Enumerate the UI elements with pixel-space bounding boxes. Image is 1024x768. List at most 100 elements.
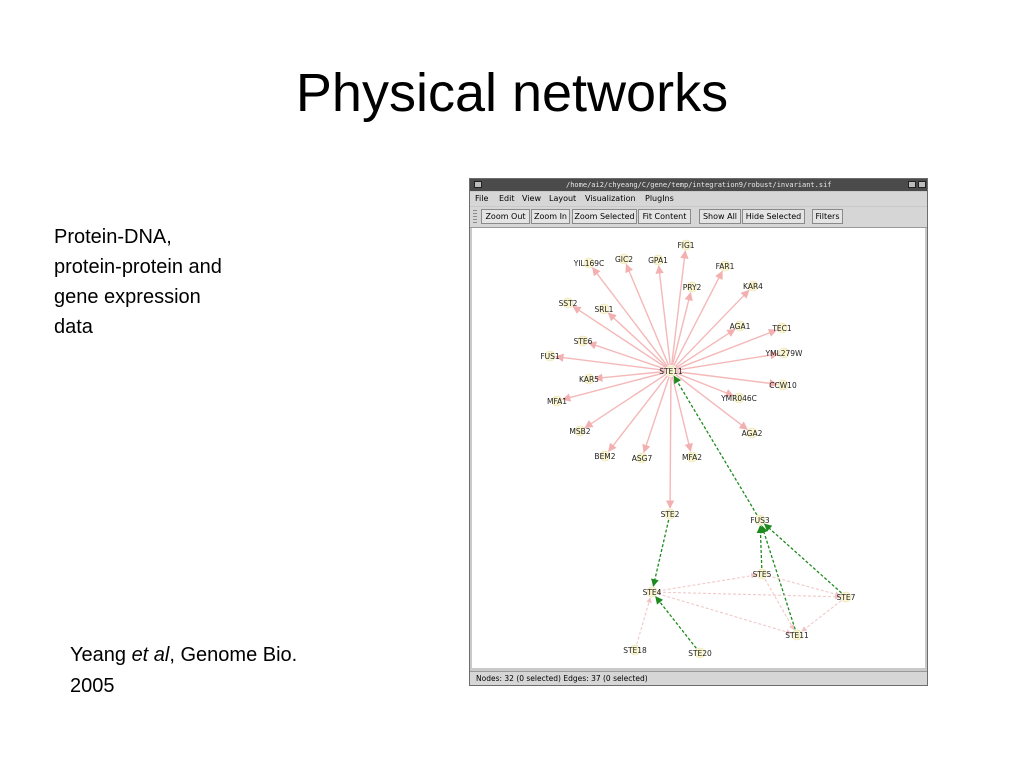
network-node[interactable]: STE6 (574, 335, 593, 347)
node-circle[interactable] (756, 568, 768, 580)
protein-protein-edge[interactable] (760, 524, 796, 630)
network-node[interactable]: MFA1 (547, 395, 567, 407)
network-node[interactable]: STE7 (837, 591, 856, 603)
network-node[interactable]: SRL1 (595, 303, 614, 315)
menu-file[interactable]: File (475, 194, 489, 203)
node-circle[interactable] (577, 335, 589, 347)
zoom-selected-button[interactable]: Zoom Selected (572, 209, 637, 224)
network-node[interactable]: STE20 (688, 647, 712, 659)
protein-dna-edge[interactable] (625, 263, 670, 366)
node-circle[interactable] (629, 644, 641, 656)
network-node[interactable]: STE11 (785, 629, 809, 641)
node-circle[interactable] (734, 320, 746, 332)
node-circle[interactable] (664, 508, 676, 520)
node-circle[interactable] (680, 239, 692, 251)
protein-dna-edge[interactable] (655, 265, 671, 366)
node-circle[interactable] (665, 365, 677, 377)
protein-dna-edge[interactable] (607, 312, 668, 368)
menu-visualization[interactable]: Visualization (585, 194, 636, 203)
network-node[interactable]: GPA1 (648, 254, 668, 266)
protein-dna-edge[interactable] (676, 372, 735, 397)
interaction-edge[interactable] (657, 591, 841, 600)
protein-dna-edge[interactable] (561, 371, 666, 402)
menu-edit[interactable]: Edit (499, 194, 515, 203)
node-circle[interactable] (583, 373, 595, 385)
protein-dna-edge[interactable] (587, 341, 666, 370)
protein-dna-edge[interactable] (675, 328, 736, 369)
node-circle[interactable] (551, 395, 563, 407)
network-node[interactable]: STE4 (643, 586, 662, 598)
close-icon[interactable] (918, 181, 926, 188)
interaction-edge[interactable] (801, 600, 842, 632)
node-circle[interactable] (652, 254, 664, 266)
network-node[interactable]: YIL169C (573, 257, 605, 269)
node-circle[interactable] (754, 514, 766, 526)
network-node[interactable]: STE5 (753, 568, 772, 580)
menu-plugins[interactable]: PlugIns (645, 194, 674, 203)
zoom-out-button[interactable]: Zoom Out (481, 209, 530, 224)
network-node[interactable]: SST2 (559, 297, 578, 309)
hide-selected-button[interactable]: Hide Selected (742, 209, 805, 224)
network-node[interactable]: MFA2 (682, 451, 702, 463)
network-node[interactable]: KAR5 (579, 373, 599, 385)
protein-dna-edge[interactable] (676, 371, 778, 388)
node-circle[interactable] (686, 281, 698, 293)
interaction-edge[interactable] (636, 597, 652, 645)
protein-dna-edge[interactable] (671, 376, 693, 452)
interaction-edge[interactable] (657, 593, 792, 635)
network-node[interactable]: ASG7 (632, 452, 653, 464)
node-circle[interactable] (778, 347, 790, 359)
window-menu-icon[interactable] (474, 181, 482, 188)
network-node[interactable]: STE11 (659, 365, 683, 377)
protein-protein-edge[interactable] (651, 519, 670, 587)
node-circle[interactable] (776, 322, 788, 334)
protein-dna-edge[interactable] (665, 376, 675, 509)
node-circle[interactable] (694, 647, 706, 659)
network-node[interactable]: PRY2 (683, 281, 702, 293)
node-circle[interactable] (598, 303, 610, 315)
node-circle[interactable] (719, 260, 731, 272)
protein-dna-edge[interactable] (676, 350, 779, 371)
network-node[interactable]: BEM2 (594, 450, 616, 462)
network-node[interactable]: STE2 (661, 508, 680, 520)
protein-dna-edge[interactable] (676, 328, 778, 370)
show-all-button[interactable]: Show All (699, 209, 741, 224)
protein-protein-edge[interactable] (763, 523, 842, 594)
fit-content-button[interactable]: Fit Content (638, 209, 691, 224)
node-circle[interactable] (583, 257, 595, 269)
network-node[interactable]: STE18 (623, 644, 647, 656)
network-node[interactable]: FIG1 (677, 239, 695, 251)
toolbar-grip-handle[interactable] (473, 210, 477, 224)
zoom-in-button[interactable]: Zoom In (531, 209, 570, 224)
maximize-icon[interactable] (908, 181, 916, 188)
node-circle[interactable] (840, 591, 852, 603)
protein-dna-edge[interactable] (555, 353, 666, 371)
node-circle[interactable] (746, 427, 758, 439)
network-node[interactable]: AGA2 (742, 427, 763, 439)
node-circle[interactable] (791, 629, 803, 641)
protein-dna-edge[interactable] (675, 374, 748, 430)
interaction-edge[interactable] (767, 575, 841, 597)
protein-dna-edge[interactable] (674, 289, 750, 368)
network-node[interactable]: YML279W (765, 347, 804, 359)
interaction-edge[interactable] (657, 573, 757, 592)
network-node[interactable]: MSB2 (569, 425, 591, 437)
protein-dna-edge[interactable] (592, 267, 668, 367)
node-circle[interactable] (646, 586, 658, 598)
protein-dna-edge[interactable] (572, 305, 667, 369)
network-node[interactable]: FAR1 (716, 260, 735, 272)
node-circle[interactable] (686, 451, 698, 463)
node-circle[interactable] (618, 253, 630, 265)
protein-protein-edge[interactable] (756, 525, 765, 569)
network-node[interactable]: GIC2 (615, 253, 633, 265)
protein-dna-edge[interactable] (608, 375, 668, 452)
filters-button[interactable]: Filters (812, 209, 843, 224)
menu-layout[interactable]: Layout (549, 194, 577, 203)
protein-dna-edge[interactable] (673, 270, 723, 366)
node-circle[interactable] (574, 425, 586, 437)
protein-dna-edge[interactable] (671, 250, 689, 366)
node-circle[interactable] (636, 452, 648, 464)
node-circle[interactable] (544, 350, 556, 362)
